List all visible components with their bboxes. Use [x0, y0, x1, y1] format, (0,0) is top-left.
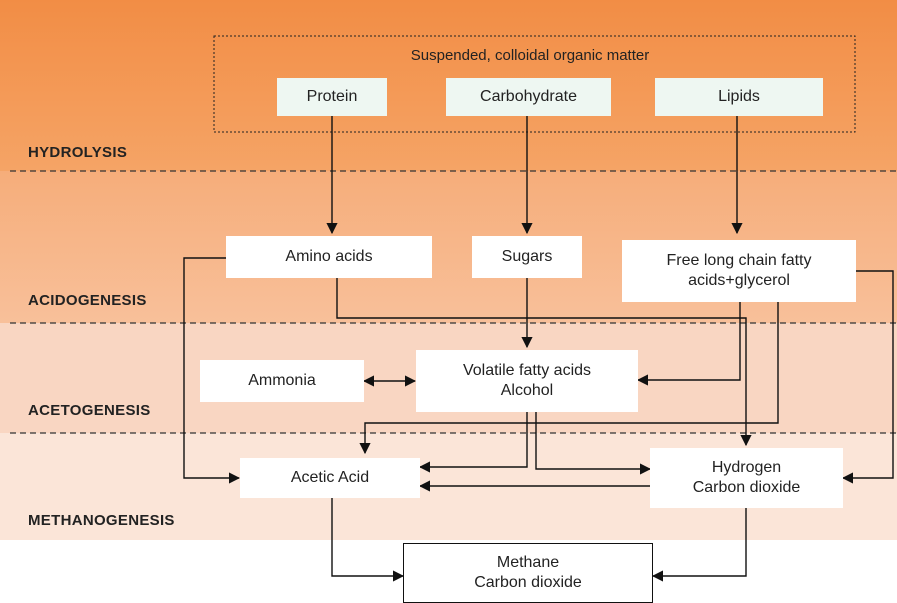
- vfa-line1: Volatile fatty acids: [462, 362, 592, 379]
- arrow-hydrogen-to-methane: [651, 507, 747, 582]
- arrow-amino-acids-to-hydrogen: [336, 277, 752, 447]
- methane-line2: Carbon dioxide: [474, 574, 582, 591]
- stage-label-acetogenesis: ACETOGENESIS: [28, 402, 151, 419]
- ammonia-node: Ammonia: [200, 360, 364, 402]
- arrow-acetic-acid-to-methane: [331, 496, 405, 582]
- arrow-fatty-acids-to-hydrogen: [841, 270, 894, 484]
- arrow-amino-acids-to-acetic-acid: [183, 257, 241, 484]
- hydrogen-line2: Carbon dioxide: [692, 479, 801, 496]
- fatty-acids-line2: acids+glycerol: [688, 272, 790, 289]
- acetic-acid-node: Acetic Acid: [240, 458, 420, 498]
- vfa-line2: Alcohol: [500, 382, 554, 399]
- fatty-acids-line1: Free long chain fatty: [666, 252, 812, 269]
- carbohydrate-node: Carbohydrate: [446, 78, 611, 116]
- methane-line1: Methane: [496, 554, 560, 571]
- hydrogen-node: Hydrogen Carbon dioxide: [650, 448, 843, 508]
- arrow-fatty-acids-to-acetic-acid: [359, 301, 779, 455]
- vfa-node: Volatile fatty acids Alcohol: [416, 350, 638, 412]
- arrow-vfa-to-acetic-acid: [418, 412, 528, 473]
- fatty-acids-node: Free long chain fatty acids+glycerol: [622, 240, 856, 302]
- stage-label-methanogenesis: METHANOGENESIS: [28, 512, 175, 529]
- stage-dividers: [10, 170, 897, 434]
- hydrogen-line1: Hydrogen: [711, 459, 782, 476]
- lipids-node: Lipids: [655, 78, 823, 116]
- methane-node: Methane Carbon dioxide: [403, 543, 653, 603]
- amino-acids-node: Amino acids: [226, 236, 432, 278]
- stage-label-hydrolysis: HYDROLYSIS: [28, 144, 128, 161]
- protein-node: Protein: [277, 78, 387, 116]
- organic-matter-label: Suspended, colloidal organic matter: [410, 47, 650, 64]
- stage-label-acidogenesis: ACIDOGENESIS: [28, 292, 147, 309]
- sugars-node: Sugars: [472, 236, 582, 278]
- arrow-fatty-acids-to-vfa: [636, 301, 741, 386]
- organic-matter-container: [213, 35, 856, 133]
- arrow-vfa-to-hydrogen: [535, 412, 652, 475]
